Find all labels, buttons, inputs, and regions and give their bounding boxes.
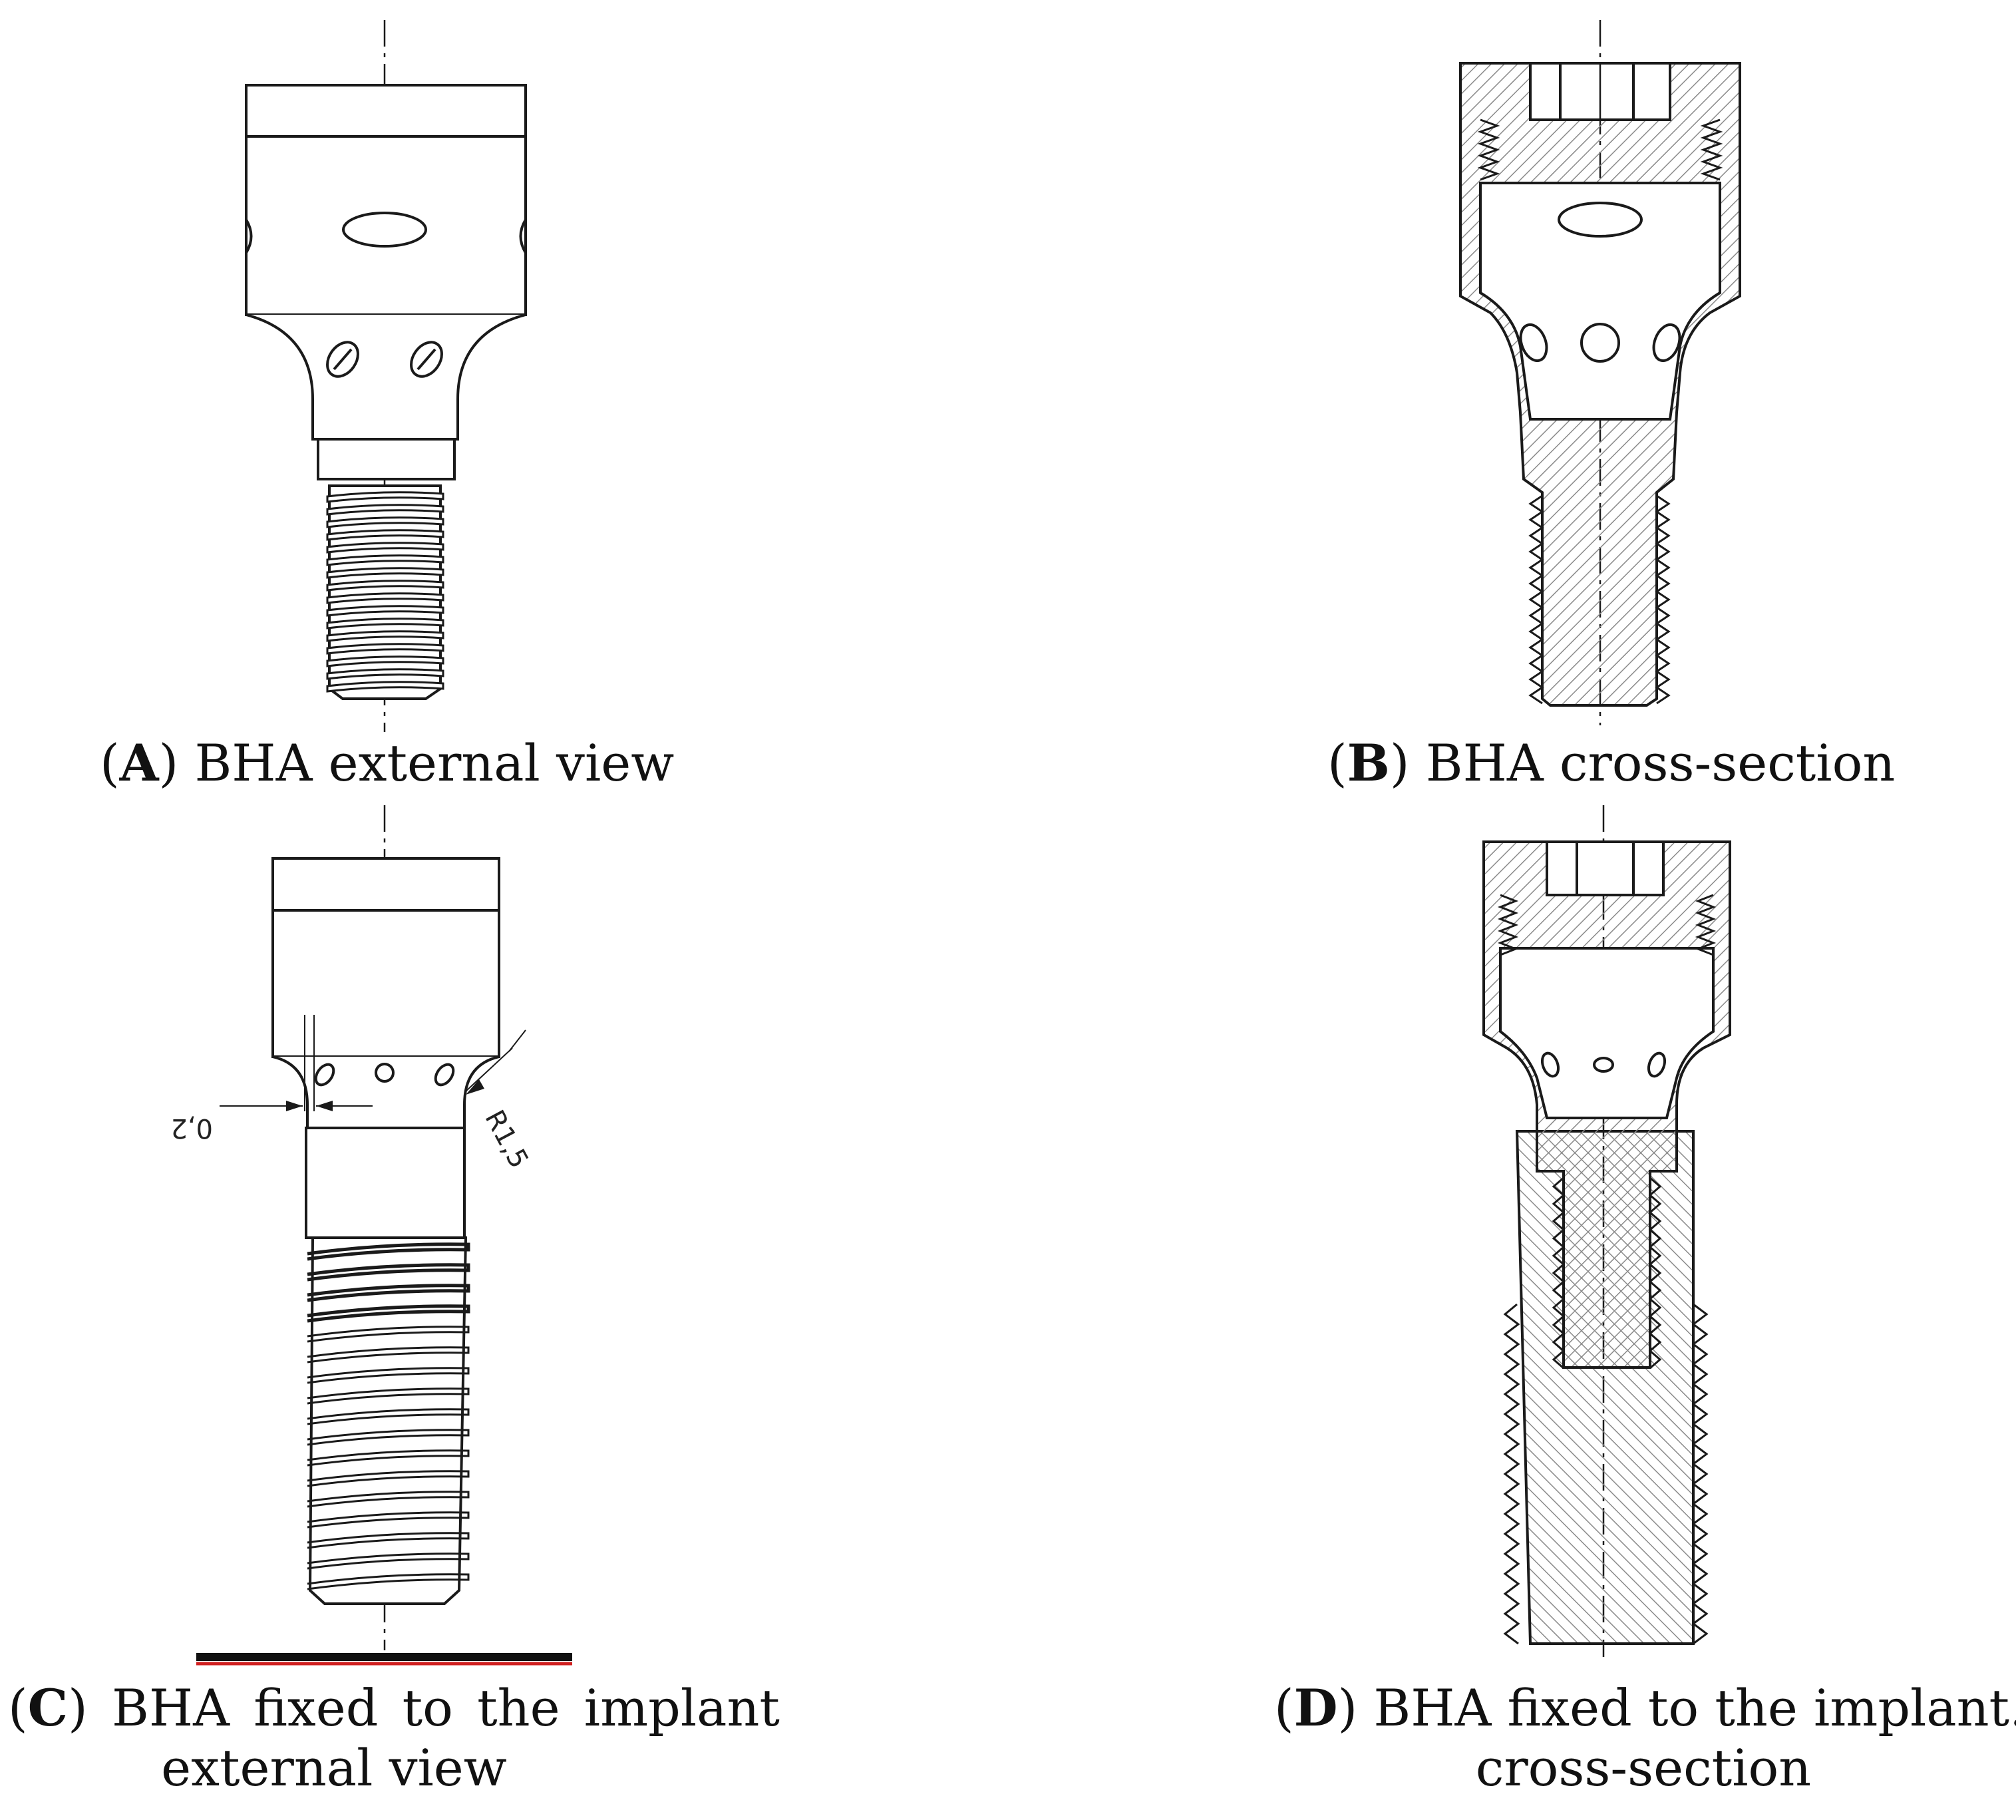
thread-ridge	[307, 1491, 470, 1508]
thread-ridge	[326, 491, 444, 503]
inner-thread-right	[1648, 1177, 1662, 1369]
caption-word: BHA	[112, 1678, 230, 1737]
side-notch-right	[519, 218, 527, 254]
thread-ridge	[326, 605, 444, 617]
thread-ridge	[326, 630, 444, 642]
implant-collar	[305, 1127, 466, 1239]
head-thread-left	[1477, 118, 1500, 181]
thread-ridge	[326, 554, 444, 566]
screw-thread	[326, 484, 444, 700]
thread-ridge	[307, 1449, 470, 1467]
thread-ridge	[326, 504, 444, 516]
head-thread-left	[1497, 894, 1519, 956]
section-holes	[1519, 323, 1681, 363]
panel-letter: B	[1347, 733, 1390, 793]
panel-letter: A	[119, 733, 159, 793]
head-thread-right	[1695, 894, 1717, 956]
dimension-radius-label: R1,5	[478, 1105, 534, 1173]
thread-ridge	[307, 1573, 470, 1590]
thread-ridge	[307, 1346, 470, 1364]
thread-ridge	[326, 655, 444, 667]
thread-ridge	[307, 1387, 470, 1405]
caption-text: BHA cross-section	[1425, 733, 1896, 793]
caption-panel-c: (C) BHA fixed to the implant external vi…	[8, 1680, 780, 1795]
inner-thread-left	[1552, 1177, 1566, 1369]
thread-ridge	[326, 643, 444, 655]
thread-ridge	[326, 529, 444, 541]
thread-ridge	[307, 1408, 470, 1425]
neck-body	[272, 1055, 500, 1129]
caption-panel-d: (D) BHA fixed to the implant. cross-sect…	[1274, 1678, 2016, 1797]
inner-cavity	[1499, 947, 1715, 1119]
caption-line-1: (C) BHA fixed to the implant	[8, 1678, 780, 1737]
section-thread-b	[1477, 118, 1723, 705]
caption-panel-a: (A) BHA external view	[100, 733, 675, 793]
implant-thread-right	[1691, 1303, 1709, 1645]
implant-thread-left	[1503, 1303, 1520, 1645]
abutment-head	[271, 857, 500, 1058]
caption-word: to	[402, 1678, 453, 1737]
thread-ridge	[326, 618, 444, 630]
caption-text: BHA external view	[194, 733, 675, 793]
thread-profile-left	[1528, 494, 1544, 705]
section-thread-d	[1497, 894, 1717, 1645]
side-holes	[314, 1063, 455, 1087]
side-holes	[326, 341, 443, 378]
panel-letter: C	[27, 1678, 69, 1737]
neck-body	[246, 313, 526, 441]
thread-ridge	[307, 1511, 470, 1529]
panel-letter: D	[1293, 1678, 1338, 1737]
thread-ridge	[326, 516, 444, 528]
thread-profile-right	[1655, 494, 1671, 705]
thread-ridge	[307, 1552, 470, 1570]
thread-ridge	[326, 580, 444, 592]
oval-vent-hole	[342, 212, 427, 248]
thread-ridge	[307, 1367, 470, 1384]
caption-text: BHA fixed to the implant.	[1373, 1678, 2016, 1737]
panel-d-drawing	[1482, 805, 1731, 1657]
caption-word: fixed	[253, 1678, 379, 1737]
panel-c-drawing	[196, 805, 572, 1666]
collar	[317, 438, 456, 480]
thread-ridge	[307, 1429, 470, 1446]
head-thread-right	[1700, 118, 1723, 181]
abutment-head	[245, 84, 527, 316]
caption-line-2: cross-section	[1475, 1737, 1812, 1797]
thread-ridge	[326, 681, 444, 693]
caption-panel-b: (B) BHA cross-section	[1327, 733, 1896, 793]
thread-ridge	[326, 592, 444, 604]
thread-ridge	[307, 1284, 470, 1302]
section-holes	[1540, 1051, 1667, 1078]
caption-line-1: (D) BHA fixed to the implant.	[1274, 1678, 2016, 1737]
caption-word: the	[477, 1678, 560, 1737]
thread-ridge	[307, 1263, 470, 1282]
thread-ridge	[307, 1304, 470, 1323]
thread-ridge	[307, 1242, 470, 1261]
dimension-gap-label: 0,2	[170, 1113, 213, 1143]
caption-line-2: external view	[161, 1737, 507, 1797]
implant-thread	[307, 1236, 470, 1605]
side-notch-left	[245, 218, 253, 254]
thread-ridge	[326, 668, 444, 680]
thread-ridge	[307, 1470, 470, 1487]
thread-ridge	[307, 1326, 470, 1343]
panel-a-drawing	[245, 20, 527, 732]
hex-socket	[1546, 840, 1665, 896]
thread-ridge	[326, 542, 444, 554]
oval-vent-hole	[1558, 202, 1643, 238]
panel-b-drawing	[1459, 20, 1741, 725]
thread-ridge	[307, 1532, 470, 1549]
thread-ridge	[326, 567, 444, 579]
caption-word: implant	[584, 1678, 780, 1737]
